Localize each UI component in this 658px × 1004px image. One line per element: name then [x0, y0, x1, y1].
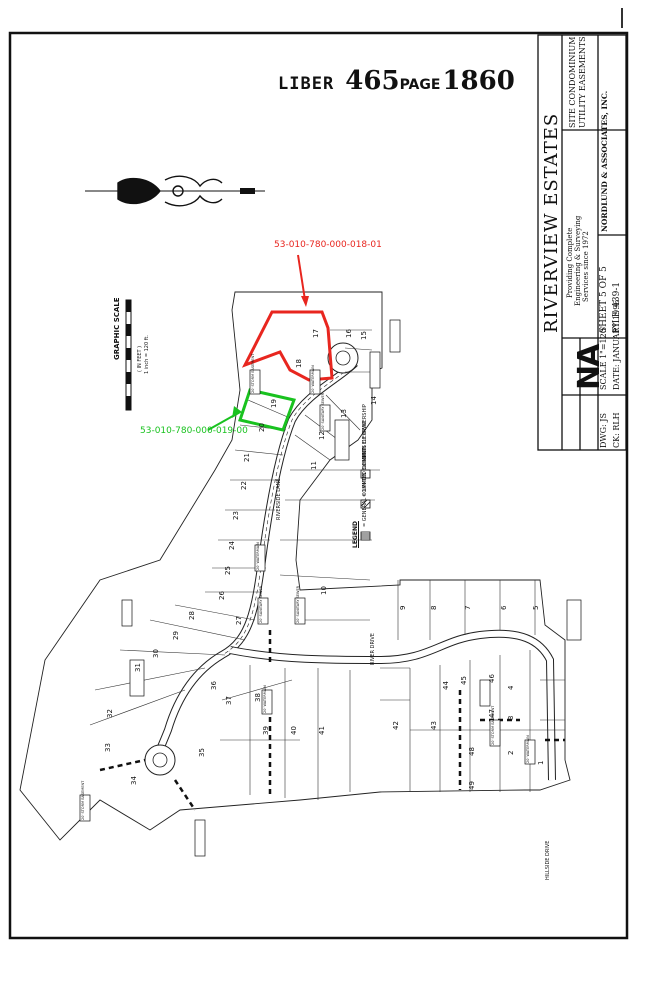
lot-number-5: 5 [532, 605, 540, 610]
lot-number-27: 27 [235, 616, 243, 625]
lot-number-44: 44 [442, 681, 450, 690]
callout-watermain-4: 20' WATERMAIN [526, 735, 530, 763]
checked-by: CK: RLH [612, 412, 621, 448]
callout-watermain-3: 20' WATERMAIN [263, 685, 267, 713]
lot-number-24: 24 [228, 541, 236, 550]
page-label: PAGE [399, 77, 441, 93]
plan-title-line2: UTILITY EASEMENTS [578, 36, 587, 128]
lot-number-39: 39 [262, 726, 270, 735]
firm-name: NORDLUND & ASSOCIATES, INC. [600, 90, 609, 232]
project-title: RIVERVIEW ESTATES [541, 112, 562, 333]
corner-mark [621, 8, 623, 28]
lot-number-31: 31 [134, 663, 142, 672]
liber-header: LIBER 465PAGE1860 [278, 66, 515, 96]
lot-number-2: 2 [507, 750, 515, 755]
drawing-scale: SCALE 1"=120' [599, 325, 608, 390]
firm-tagline-1: Providing Complete [566, 227, 574, 298]
lot-number-18: 18 [295, 359, 303, 368]
callout-watermain-1: 20' WATERMAIN [311, 365, 315, 393]
lot-number-22: 22 [240, 481, 248, 490]
liber-number: 465 [345, 66, 400, 96]
lot-number-16: 16 [345, 329, 353, 338]
lot-number-21: 21 [243, 453, 251, 462]
graphic-scale-title: GRAPHIC SCALE [113, 297, 121, 360]
lot-number-17: 17 [312, 329, 320, 338]
highlighted-parcel-green [238, 388, 296, 432]
lot-number-45: 45 [460, 676, 468, 685]
drawn-by: DWG: JS [599, 413, 608, 448]
graphic-scale-note: ( IN FEET ) [137, 345, 143, 372]
lot-number-20: 20 [258, 423, 266, 432]
firm-tagline-3: Services since 1972 [582, 231, 590, 302]
lot-number-23: 23 [232, 511, 240, 520]
plan-title-line1: SITE CONDOMINIUM [568, 36, 577, 128]
lot-number-42: 42 [392, 721, 400, 730]
lot-number-34: 34 [130, 776, 138, 785]
lot-number-46: 46 [488, 674, 496, 683]
callout-watermain-2: 20' WATERMAIN [256, 542, 260, 570]
lot-number-33: 33 [104, 743, 112, 752]
highlighted-parcel-red [241, 310, 334, 382]
sheet-border [8, 31, 629, 940]
graphic-scale-bar [125, 299, 132, 411]
lot-number-30: 30 [152, 649, 160, 658]
title-block-frame [537, 34, 627, 451]
callout-sanitary-1: 20' SANITARY SEWER [321, 392, 325, 430]
lot-number-37: 37 [225, 696, 233, 705]
firm-tagline-2: Engineering & Surveying [574, 215, 582, 306]
legend-title: LEGEND [352, 521, 359, 548]
site-boundary [19, 291, 571, 841]
lot-number-41: 41 [318, 726, 326, 735]
lot-number-48: 48 [468, 747, 476, 756]
lot-number-36: 36 [210, 681, 218, 690]
lot-number-14: 14 [370, 396, 378, 405]
lot-number-25: 25 [224, 566, 232, 575]
callout-storm-2: 20' STORM EASEMENT [81, 780, 85, 820]
callout-storm-3: 20' STORM EASEMENT [491, 705, 495, 745]
lot-number-40: 40 [290, 726, 298, 735]
graphic-scale-note2: 1 inch = 120 ft. [144, 335, 150, 374]
lot-number-32: 32 [106, 709, 114, 718]
parcel-id-red: 53-010-780-000-018-01 [274, 240, 382, 250]
lot-number-43: 43 [430, 721, 438, 730]
callout-storm-1: 20' STORM EASEMENT [251, 353, 255, 393]
lot-number-12: 12 [318, 431, 326, 440]
street-river-drive: RIVER DRIVE [370, 633, 376, 665]
street-riverside-lane: RIVERSIDE LANE [276, 478, 282, 520]
legend-swatches [360, 469, 371, 541]
file-number: FILE 439-1 [612, 281, 622, 333]
lot-number-10: 10 [320, 586, 328, 595]
liber-label: LIBER [278, 74, 335, 94]
lot-number-1: 1 [537, 760, 545, 765]
lot-number-4: 4 [507, 685, 515, 690]
easement-callouts [79, 319, 582, 857]
callout-sanitary-3: 20' SANITARY SEWER [296, 585, 300, 623]
lot-number-7: 7 [464, 605, 472, 610]
lot-number-26: 26 [218, 591, 226, 600]
lot-number-13: 13 [340, 409, 348, 418]
lot-number-35: 35 [198, 748, 206, 757]
legend-item-ownership: = LIMITS OF OWNERSHIP [362, 404, 368, 467]
lot-number-28: 28 [188, 611, 196, 620]
lot-number-15: 15 [360, 331, 368, 340]
callout-sanitary-2: 20' SANITARY SEWER [259, 585, 263, 623]
parcel-id-green: 53-010-780-000-019-00 [140, 426, 248, 436]
lot-number-11: 11 [310, 461, 318, 470]
lot-number-8: 8 [430, 605, 438, 610]
north-arrow-icon [85, 175, 265, 207]
lot-number-38: 38 [254, 693, 262, 702]
sheet-number: SHEET 5 OF 5 [599, 266, 609, 333]
lot-number-29: 29 [172, 631, 180, 640]
page-number: 1860 [442, 66, 515, 96]
street-hillside-drive: HILLSIDE DRIVE [545, 840, 551, 880]
lot-number-9: 9 [399, 605, 407, 610]
lot-number-49: 49 [468, 781, 476, 790]
parcel-arrows [207, 254, 309, 431]
lot-number-6: 6 [500, 605, 508, 610]
lot-lines [89, 329, 565, 800]
lot-number-19: 19 [270, 399, 278, 408]
lot-number-3: 3 [507, 715, 515, 720]
